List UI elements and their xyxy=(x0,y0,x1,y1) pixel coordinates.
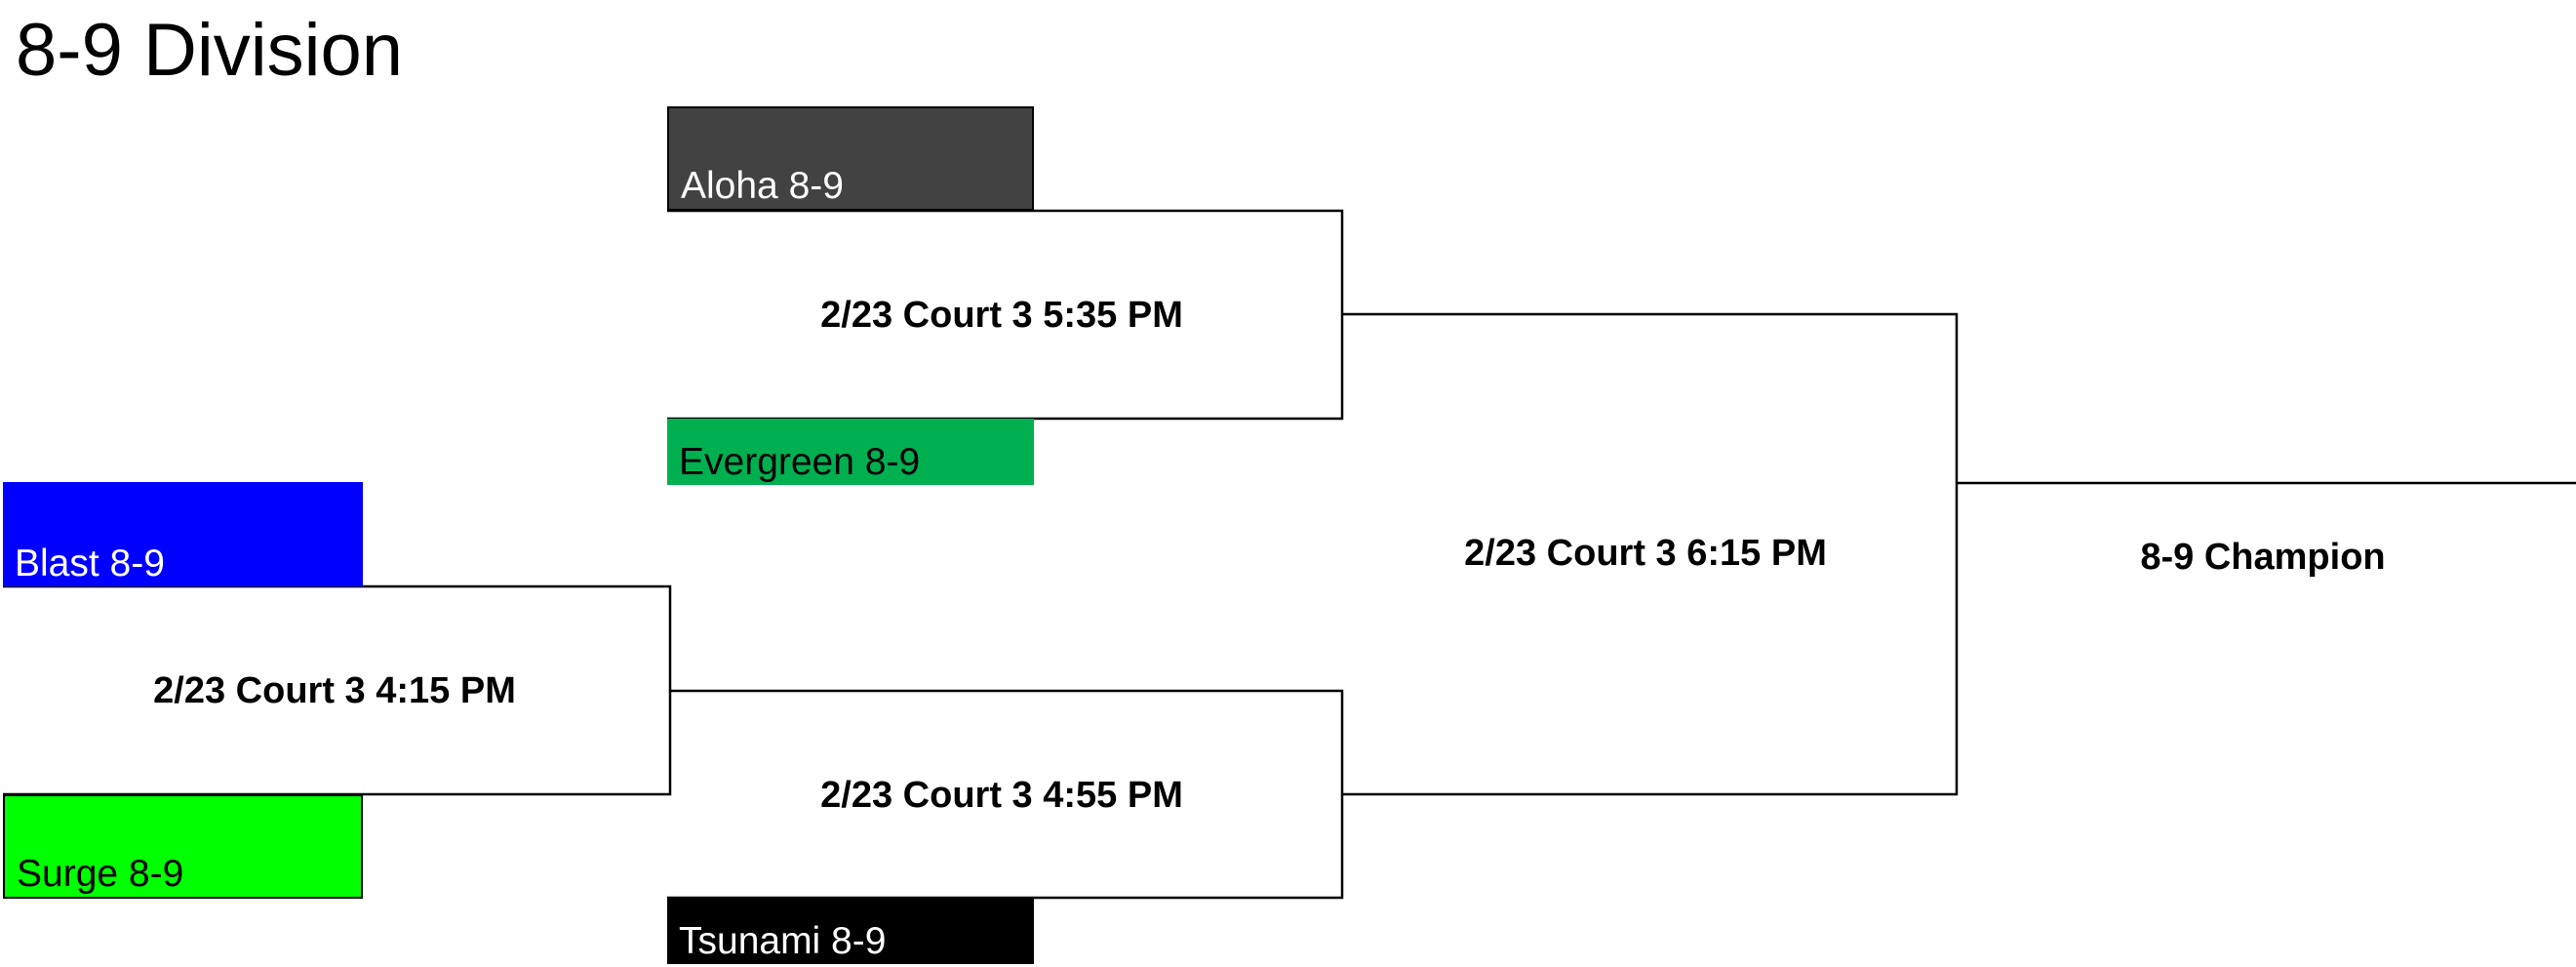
team-box-blast: Blast 8-9 xyxy=(3,482,363,586)
team-box-tsunami: Tsunami 8-9 xyxy=(667,898,1034,964)
champion-label: 8-9 Champion xyxy=(2140,537,2386,578)
team-label-evergreen: Evergreen 8-9 xyxy=(679,441,921,483)
team-label-blast: Blast 8-9 xyxy=(15,543,165,584)
bracket-line-final xyxy=(1342,312,1959,796)
page-title: 8-9 Division xyxy=(16,9,404,92)
match-label-round1-bottom: 2/23 Court 3 4:15 PM xyxy=(153,670,516,711)
match-label-round2-bottom: 2/23 Court 3 4:55 PM xyxy=(820,775,1183,816)
team-label-tsunami: Tsunami 8-9 xyxy=(679,920,887,962)
match-label-final: 2/23 Court 3 6:15 PM xyxy=(1464,533,1827,574)
team-box-aloha: Aloha 8-9 xyxy=(667,106,1034,211)
team-label-aloha: Aloha 8-9 xyxy=(681,165,844,207)
team-label-surge: Surge 8-9 xyxy=(17,853,184,895)
team-box-evergreen: Evergreen 8-9 xyxy=(667,419,1034,485)
team-box-surge: Surge 8-9 xyxy=(3,794,363,899)
match-label-round2-top: 2/23 Court 3 5:35 PM xyxy=(820,295,1183,336)
